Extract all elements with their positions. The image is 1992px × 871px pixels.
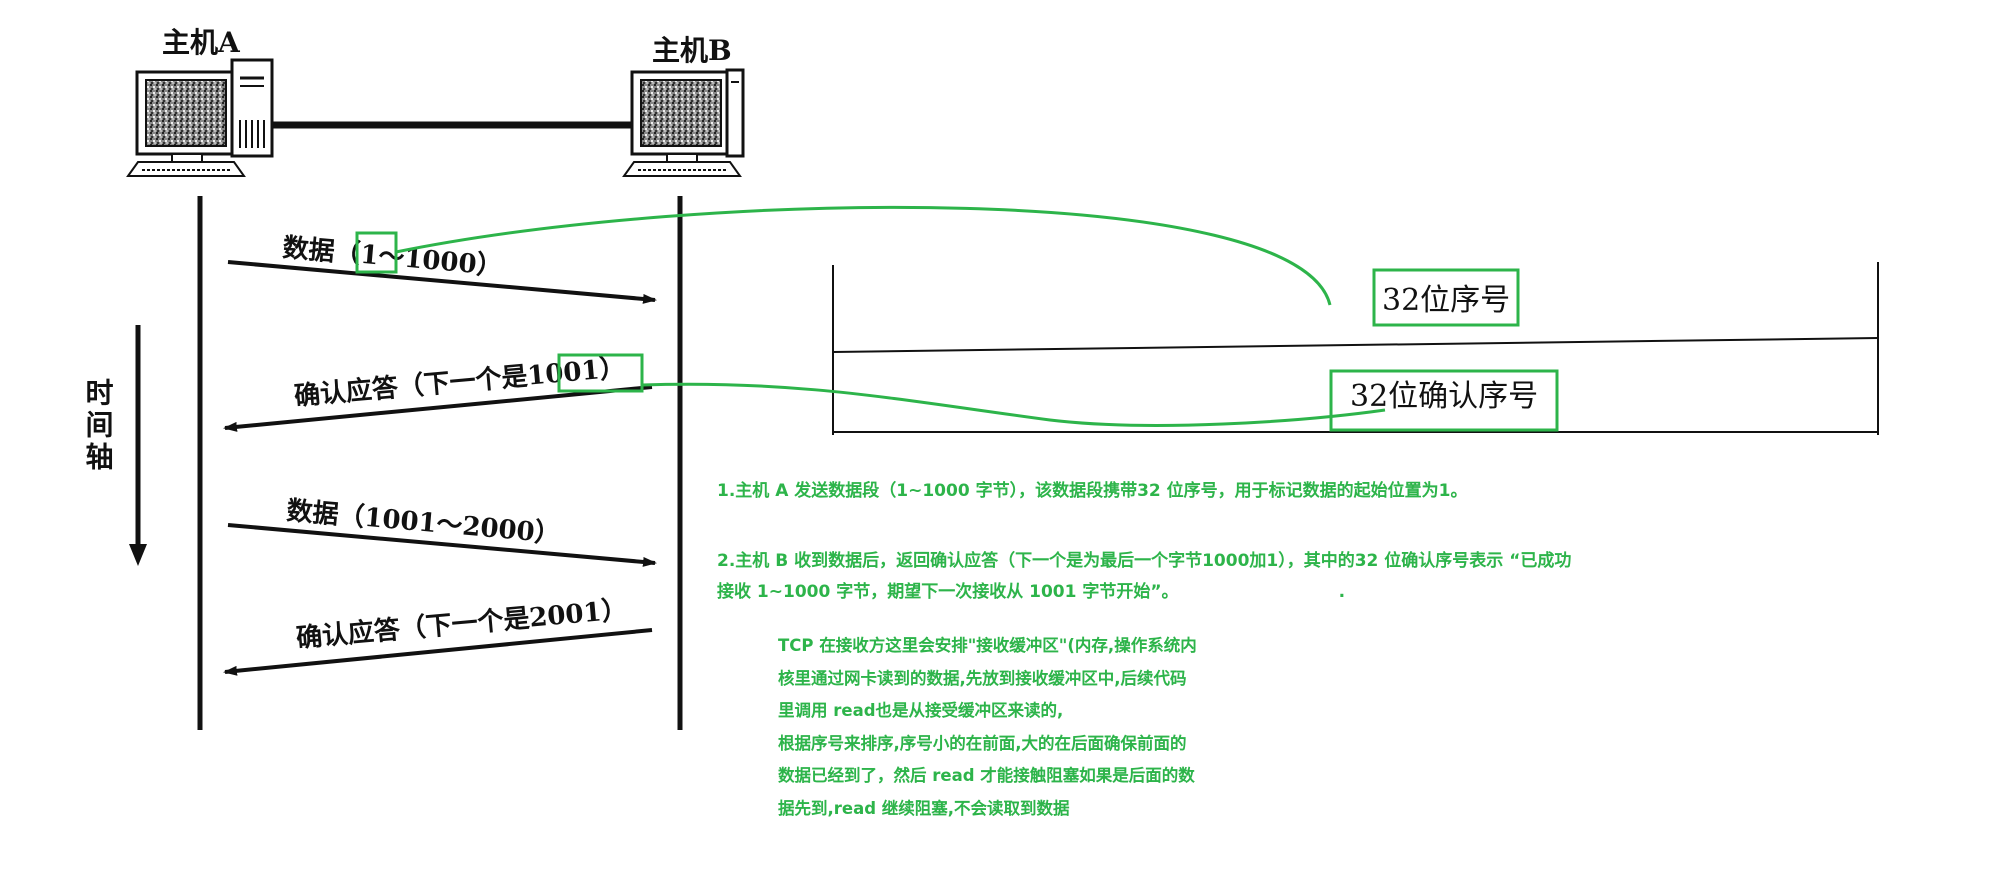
note-line: 里调用 read也是从接受缓冲区来读的, (778, 701, 1064, 720)
time-axis (129, 325, 147, 566)
sequence-number-field-label: 32位序号 (1382, 283, 1510, 318)
message-label-ack-1: 确认应答（下一个是1001） (293, 352, 627, 412)
message-arrow-data-2 (227, 523, 657, 567)
host-a-label: 主机A (162, 26, 241, 59)
host-b-label: 主机B (652, 34, 732, 67)
ack-number-field-label: 32位确认序号 (1350, 379, 1538, 414)
time-axis-label: 时间轴 (82, 378, 115, 474)
note-line: TCP 在接收方这里会安排"接收缓冲区"(内存,操作系统内 (778, 636, 1197, 655)
highlight-box-ack-number (557, 353, 644, 393)
sequence-number-field-box (1372, 268, 1520, 327)
note-sequence-number: 1.主机 A 发送数据段（1~1000 字节），该数据段携带32 位序号，用于标… (717, 481, 1468, 501)
highlight-box-sequence-start (355, 231, 398, 274)
note-dot: . (1338, 582, 1346, 602)
note-line: 据先到,read 继续阻塞,不会读取到数据 (778, 798, 1070, 818)
note-line: 数据已经到了，然后 read 才能接触阻塞如果是后面的数 (778, 766, 1195, 785)
connector-ack-curve (641, 382, 1386, 427)
message-arrow-ack-1 (223, 385, 653, 432)
note-ack-number-line-2: 接收 1~1000 字节，期望下一次接收从 1001 字节开始”。. (717, 582, 1346, 602)
message-arrow-ack-2 (223, 628, 653, 676)
host-a-computer-icon (126, 58, 274, 177)
note-line: 核里通过网卡读到的数据,先放到接收缓冲区中,后续代码 (778, 668, 1187, 688)
tcp-header-fields (832, 262, 1879, 435)
note-ack-number: 2.主机 B 收到数据后，返回确认应答（下一个是为最后一个字节1000加1），其… (717, 546, 1571, 608)
note-line: 根据序号来排序,序号小的在前面,大的在后面确保前面的 (778, 733, 1187, 753)
message-label-ack-2: 确认应答（下一个是2001） (295, 594, 629, 654)
ack-number-field-box (1329, 369, 1559, 432)
connector-sequence-curve (395, 205, 1332, 306)
host-b-computer-icon (622, 68, 745, 177)
message-arrow-data-1 (227, 260, 657, 304)
note-ack-number-line-1: 2.主机 B 收到数据后，返回确认应答（下一个是为最后一个字节1000加1），其… (717, 551, 1572, 571)
note-receive-buffer: TCP 在接收方这里会安排"接收缓冲区"(内存,操作系统内 核里通过网卡读到的数… (778, 630, 1197, 825)
